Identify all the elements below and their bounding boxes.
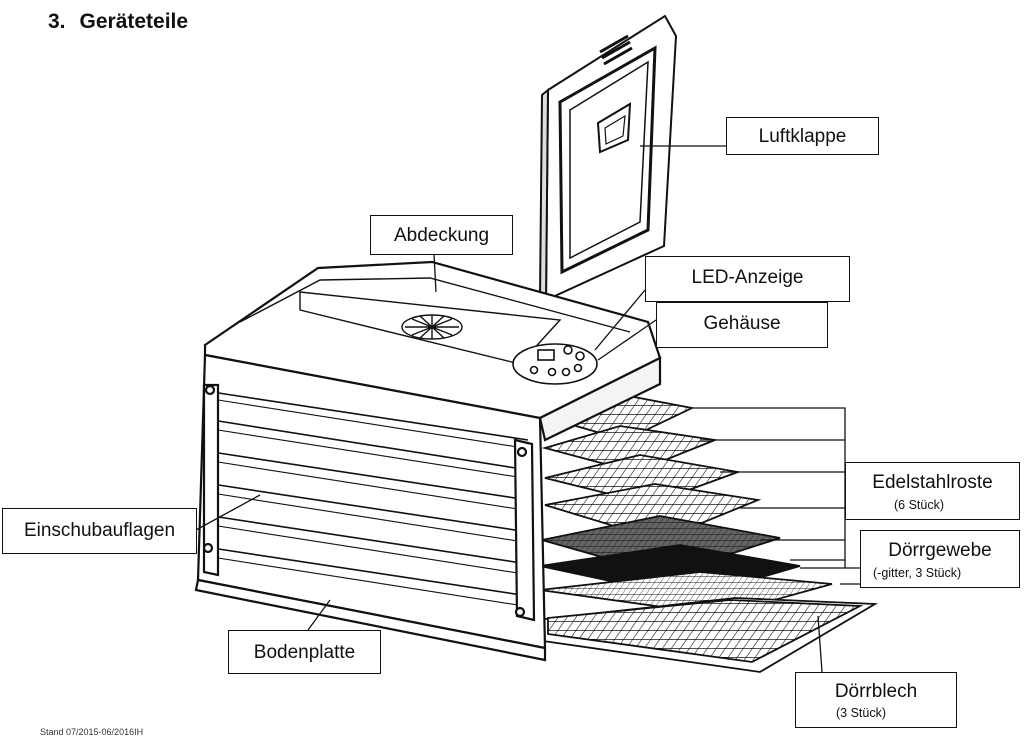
fan-symbol xyxy=(401,314,463,340)
label-abdeckung-text: Abdeckung xyxy=(393,225,490,246)
label-edelstahlroste-text: Edelstahlroste xyxy=(872,472,993,493)
label-edelstahlroste: Edelstahlroste (6 Stück) xyxy=(845,462,1020,520)
label-bodenplatte-text: Bodenplatte xyxy=(253,642,356,663)
label-doerrblech-sub: (3 Stück) xyxy=(836,706,887,720)
label-abdeckung: Abdeckung xyxy=(370,215,513,255)
label-einschubauflagen-text: Einschubauflagen xyxy=(23,520,176,541)
air-flap-door xyxy=(538,14,678,302)
label-edelstahlroste-sub: (6 Stück) xyxy=(894,498,945,512)
label-led-anzeige-text: LED-Anzeige xyxy=(691,267,804,288)
label-doerrgewebe-text: Dörrgewebe xyxy=(888,540,992,561)
drip-tray xyxy=(535,597,879,673)
label-gehaeuse-text: Gehäuse xyxy=(703,313,781,334)
label-luftklappe-text: Luftklappe xyxy=(758,126,847,147)
label-bodenplatte: Bodenplatte xyxy=(228,630,381,674)
label-gehaeuse: Gehäuse xyxy=(656,302,828,348)
label-doerrgewebe-sub: (-gitter, 3 Stück) xyxy=(873,566,962,580)
label-luftklappe: Luftklappe xyxy=(726,117,879,155)
revision-footer: Stand 07/2015-06/2016IH xyxy=(40,727,144,737)
label-doerrgewebe: Dörrgewebe (-gitter, 3 Stück) xyxy=(860,530,1020,588)
label-led-anzeige: LED-Anzeige xyxy=(645,256,850,302)
label-doerrblech-text: Dörrblech xyxy=(834,681,918,702)
section-number: 3. xyxy=(48,10,66,33)
label-einschubauflagen: Einschubauflagen xyxy=(2,508,197,554)
led-control-panel xyxy=(512,343,598,385)
section-heading: 3. Geräteteile xyxy=(48,10,188,34)
leader-lines xyxy=(195,145,860,673)
drying-mesh-sheets xyxy=(539,515,833,616)
label-doerrblech: Dörrblech (3 Stück) xyxy=(795,672,957,728)
section-title: Geräteteile xyxy=(79,10,189,33)
